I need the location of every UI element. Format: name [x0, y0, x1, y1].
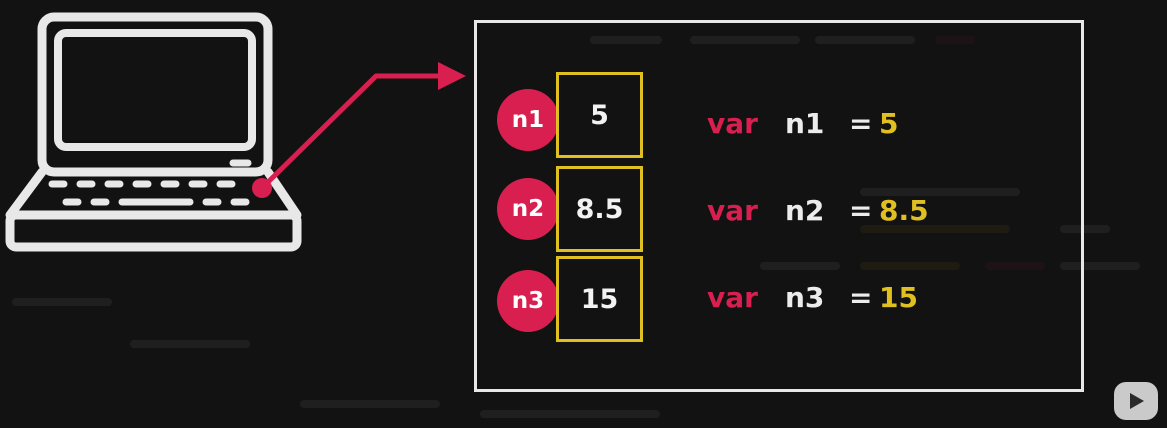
background-code-line [300, 400, 440, 408]
play-logo-icon [1114, 382, 1158, 420]
background-code-line [480, 410, 660, 418]
background-code-line [690, 36, 800, 44]
assigned-value: 5 [879, 106, 899, 140]
background-code-line [590, 36, 662, 44]
memory-cell-n1: 5 [556, 72, 643, 158]
declaration-n3: var n3 =15 [707, 277, 918, 317]
arrow-icon [252, 62, 466, 198]
background-code-line [1060, 262, 1140, 270]
variable-name: n1 [785, 106, 825, 140]
laptop-icon [5, 12, 302, 252]
declaration-n2: var n2 =8.5 [707, 190, 929, 230]
variable-badge-n1: n1 [497, 89, 559, 151]
background-code-line [12, 298, 112, 306]
keyword-var: var [707, 193, 758, 227]
declaration-n1: var n1 =5 [707, 103, 898, 143]
background-code-line [860, 225, 1010, 233]
background-code-line [860, 188, 1020, 196]
memory-cell-n3: 15 [556, 256, 643, 342]
keyword-var: var [707, 280, 758, 314]
background-code-line [1060, 225, 1110, 233]
memory-panel [474, 20, 1084, 392]
assigned-value: 8.5 [879, 193, 929, 227]
variable-badge-n2: n2 [497, 178, 559, 240]
equals-sign: = [849, 106, 873, 140]
play-triangle-icon [1130, 393, 1144, 409]
equals-sign: = [849, 193, 873, 227]
variable-name: n2 [785, 193, 825, 227]
keyword-var: var [707, 106, 758, 140]
background-code-line [860, 262, 960, 270]
assigned-value: 15 [879, 280, 918, 314]
equals-sign: = [849, 280, 873, 314]
background-code-line [130, 340, 250, 348]
variable-name: n3 [785, 280, 825, 314]
background-code-line [985, 262, 1045, 270]
background-code-line [935, 36, 975, 44]
background-code-line [815, 36, 915, 44]
variable-badge-n3: n3 [497, 270, 559, 332]
memory-cell-n2: 8.5 [556, 166, 643, 252]
background-code-line [760, 262, 840, 270]
